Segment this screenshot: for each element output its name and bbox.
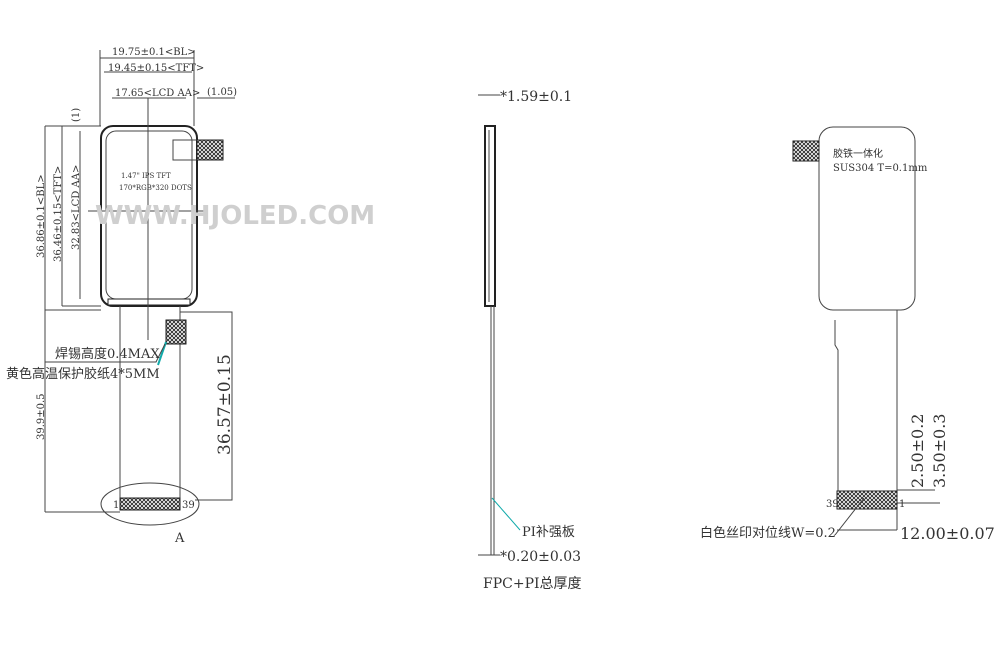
dim-total-height: 39.9±0.5: [36, 393, 47, 440]
pin-last: 39: [182, 500, 195, 511]
pin-first: 1: [113, 500, 119, 511]
tft-outline: [100, 125, 198, 307]
back-pin-first: 39: [826, 499, 839, 510]
dim-thickness: *1.59±0.1: [500, 89, 572, 105]
back-pin-last: 1: [899, 499, 905, 510]
note-solder: 焊锡高度0.4MAX: [55, 346, 160, 362]
front-view: 19.75±0.1<BL> 19.45±0.15<TFT> 17.65<LCD …: [6, 47, 237, 546]
dim-tft-height: 36.46±0.15<TFT>: [53, 166, 64, 262]
note-tape: 黄色高温保护胶纸4*5MM: [6, 366, 160, 382]
dim-fpc-length: 36.57±0.15: [215, 354, 235, 455]
dim-width: 12.00±0.07: [900, 524, 995, 543]
watermark: WWW.HJOLED.COM: [95, 201, 375, 231]
dim-offset: (1.05): [207, 87, 237, 98]
stiffener-outline: [818, 126, 916, 311]
dim-tft-width: 19.45±0.15<TFT>: [108, 63, 204, 74]
dim-top-offset: (1): [71, 108, 82, 122]
detail-label: A: [174, 531, 185, 546]
note-pi: PI补强板: [522, 525, 575, 540]
back-view: 胶铁一体化 SUS304 T=0.1mm 39 1 2.50±0.2 3.50±…: [700, 126, 995, 543]
back-note-line2: SUS304 T=0.1mm: [833, 163, 928, 174]
panel-line2: 170*RGB*320 DOTS: [119, 184, 192, 192]
fpc-pins: [119, 497, 181, 511]
dim-aa-width: 17.65<LCD AA>: [115, 88, 200, 99]
dim-bl-width: 19.75±0.1<BL>: [112, 47, 196, 58]
back-pins: [836, 490, 898, 510]
back-note-line1: 胶铁一体化: [833, 147, 883, 160]
panel-line1: 1.47" IPS TFT: [121, 172, 171, 180]
dim-b: 3.50±0.3: [930, 414, 949, 488]
note-print: 白色丝印对位线W=0.2: [700, 525, 836, 541]
side-view: *1.59±0.1 PI补强板 *0.20±0.03 FPC+PI总厚度: [478, 89, 582, 592]
dim-fpc-thickness: *0.20±0.03: [500, 549, 581, 565]
detail-circle: [100, 482, 200, 526]
side-caption: FPC+PI总厚度: [483, 576, 582, 592]
tab-hatch: [196, 139, 224, 161]
dim-bl-height: 36.86±0.1<BL>: [36, 174, 47, 258]
dim-aa-height: 32.83<LCD AA>: [71, 165, 82, 250]
dim-a: 2.50±0.2: [908, 414, 927, 488]
solder-pad: [165, 319, 187, 345]
